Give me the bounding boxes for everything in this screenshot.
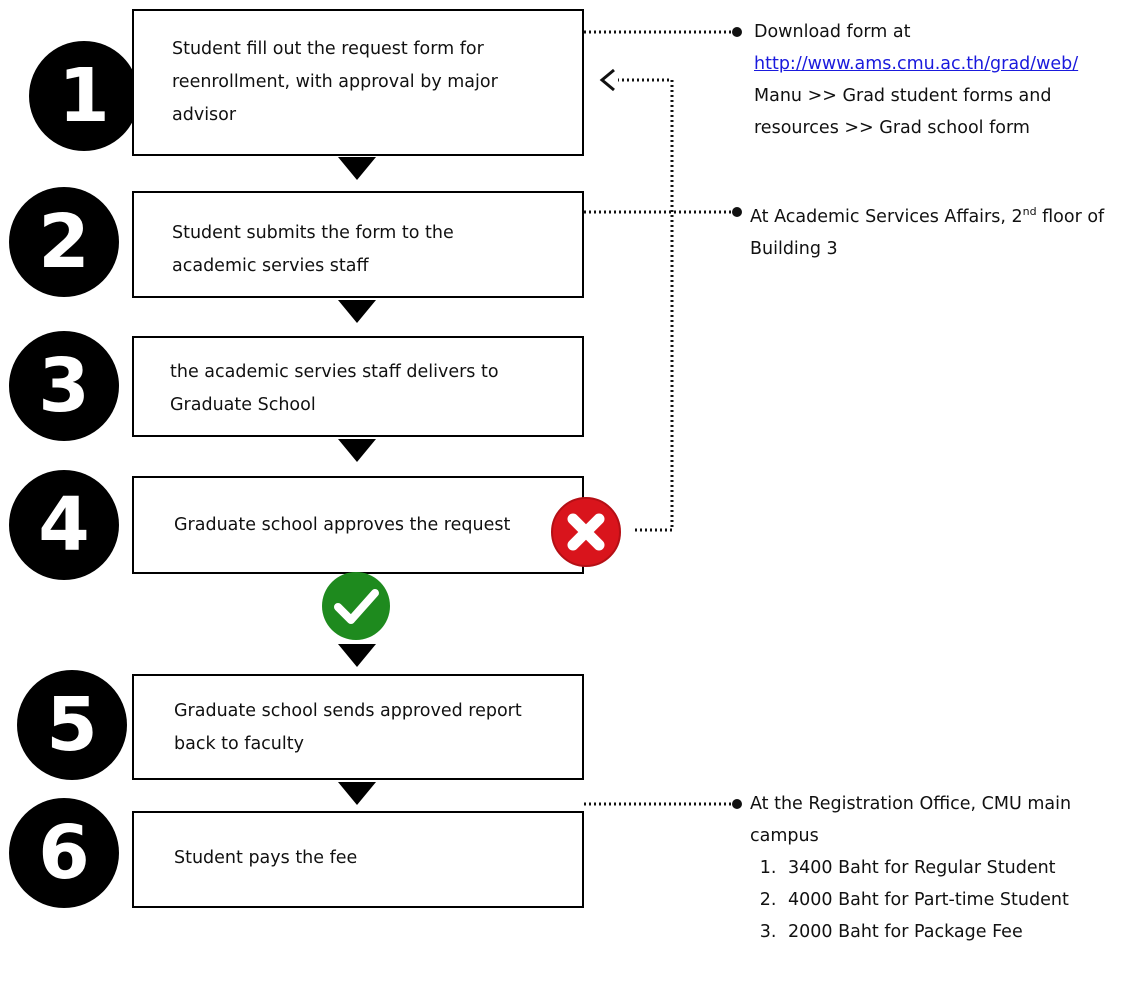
step-text-6: Student pays the fee	[174, 848, 358, 868]
step-text-3: the academic servies staff delivers to G…	[170, 362, 499, 415]
step-box-6: Student pays the fee	[132, 811, 584, 908]
down-arrow-2	[338, 300, 376, 323]
submit-note: At Academic Services Affairs, 2nd floor …	[750, 196, 1146, 265]
down-arrow-3	[338, 439, 376, 462]
submit-note-text: At Academic Services Affairs, 2	[750, 206, 1023, 227]
note-dot-1	[732, 27, 742, 37]
download-note-path: Manu >> Grad student forms and resources…	[754, 86, 1052, 138]
down-arrow-1	[338, 157, 376, 180]
step-box-1: Student fill out the request form for re…	[132, 9, 584, 156]
reject-loop-arrowhead	[599, 68, 615, 92]
fee-note: At the Registration Office, CMU main cam…	[750, 788, 1130, 948]
down-arrow-4	[338, 644, 376, 667]
fee-list: 3400 Baht for Regular Student 4000 Baht …	[750, 852, 1130, 948]
fee-item-3: 2000 Baht for Package Fee	[782, 916, 1130, 948]
download-link[interactable]: http://www.ams.cmu.ac.th/grad/web/	[754, 54, 1079, 74]
step-number-1: 1	[29, 41, 139, 151]
step-box-3: the academic servies staff delivers to G…	[132, 336, 584, 437]
down-arrow-5	[338, 782, 376, 805]
x-circle-icon	[551, 497, 621, 567]
fee-note-line: At the Registration Office, CMU main cam…	[750, 794, 1072, 846]
download-note-line: Download form at	[754, 22, 911, 42]
step-box-2: Student submits the form to the academic…	[132, 191, 584, 298]
fee-item-2: 4000 Baht for Part-time Student	[782, 884, 1130, 916]
step-text-4: Graduate school approves the request	[174, 515, 511, 535]
step-text-2: Student submits the form to the academic…	[172, 223, 454, 276]
step-number-5: 5	[17, 670, 127, 780]
step-box-4: Graduate school approves the request	[132, 476, 584, 574]
step-number-4: 4	[9, 470, 119, 580]
step-text-1: Student fill out the request form for re…	[172, 39, 498, 125]
fee-item-1: 3400 Baht for Regular Student	[782, 852, 1130, 884]
submit-note-sup: nd	[1022, 205, 1037, 218]
submit-note-text-2: floor of Building 3	[750, 206, 1105, 259]
step-box-5: Graduate school sends approved report ba…	[132, 674, 584, 780]
step-text-5: Graduate school sends approved report ba…	[174, 701, 522, 754]
check-circle-icon	[322, 572, 390, 640]
download-note: Download form at http://www.ams.cmu.ac.t…	[754, 16, 1084, 144]
step-number-6: 6	[9, 798, 119, 908]
note-dot-3	[732, 799, 742, 809]
step-number-3: 3	[9, 331, 119, 441]
note-dot-2	[732, 207, 742, 217]
reject-loop-line	[618, 78, 674, 532]
step-number-2: 2	[9, 187, 119, 297]
